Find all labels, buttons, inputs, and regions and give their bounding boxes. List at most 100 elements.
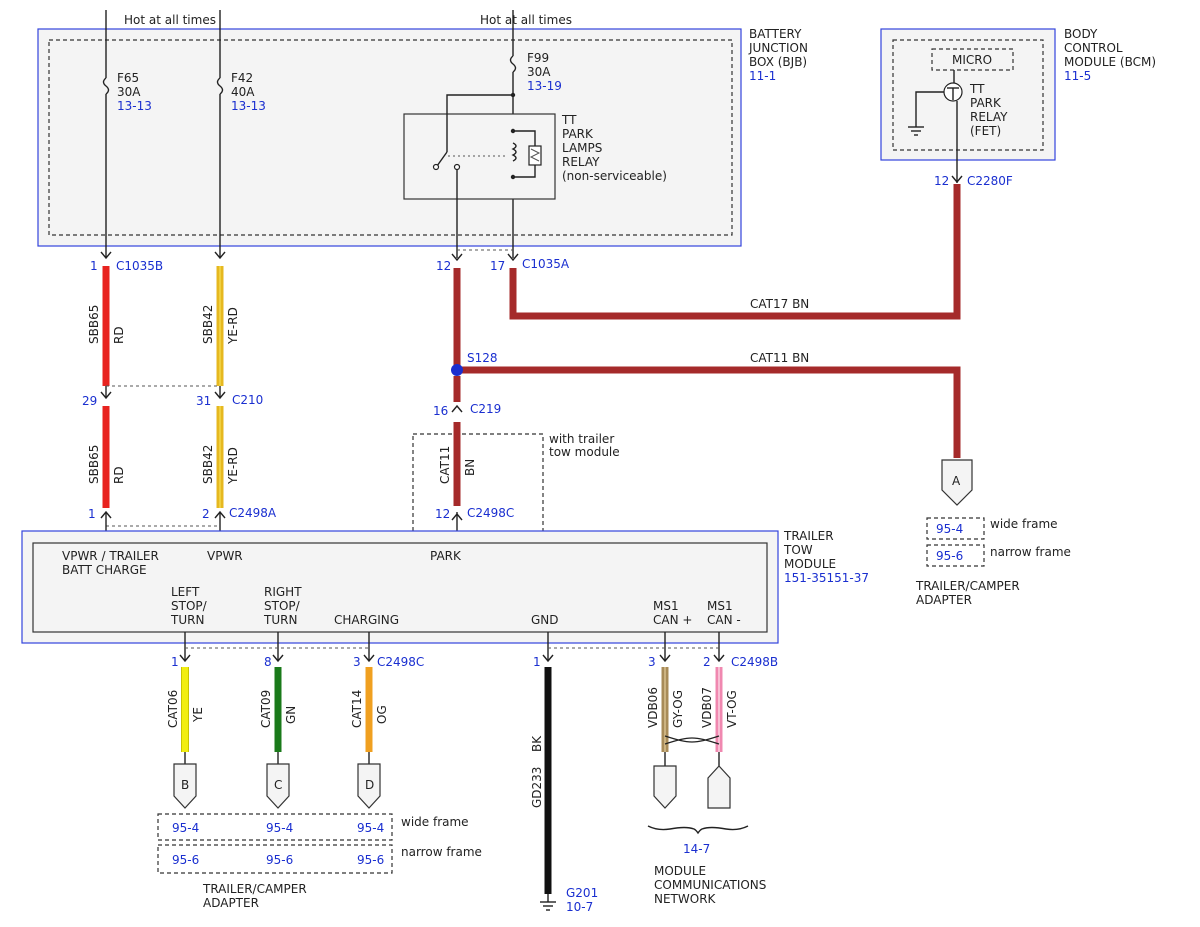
connector-c2498b-pin1-icon [542,654,554,663]
adapter-right-narrow-label: narrow frame [990,545,1071,559]
c2498a-conn: C2498A [229,506,277,520]
connector-c219-icon [451,404,463,413]
wire-cat06-color: YE [191,707,205,723]
c2498c-top-pin: 12 [435,507,450,521]
bjb-label-3: BOX (BJB) [749,55,807,69]
ttm-pin-vpwr-trailer-2: BATT CHARGE [62,563,147,577]
wire-cat11-label: CAT11 BN [750,351,809,365]
bjb-outline [37,28,742,247]
bottom-pin-can-3: 3 [648,655,656,669]
bjb-label-1: BATTERY [749,27,802,41]
wire-gd233-circuit: GD233 [530,767,544,808]
relay-switch-icon [436,151,448,167]
adapter-bottom-narrow-label: narrow frame [401,845,482,859]
ttm-pin-ms1-can-plus-1: MS1 [653,599,679,613]
ttm-pin-park: PARK [430,549,462,563]
wire-cat17-label: CAT17 BN [750,297,809,311]
adapter-connector-b [173,763,197,809]
twisted-pair-icon [664,735,720,745]
adapter-right-title-2: ADAPTER [916,593,972,607]
wire-cat11-circuit: CAT11 [438,446,452,484]
adapter-right-wide-label: wide frame [990,517,1058,531]
bcm-ref: 11-5 [1064,69,1091,83]
ttm-pin-ms1-can-minus-2: CAN - [707,613,741,627]
bcm-relay-3: RELAY [970,110,1008,124]
fuse-f42-ref: 13-13 [231,99,266,113]
adapter-bottom-title-1: TRAILER/CAMPER [202,882,307,896]
wire-gd233-color: BK [530,735,544,752]
adapter-right-ref-narrow: 95-6 [936,549,963,563]
adapter-right-ref-wide: 95-4 [936,522,963,536]
fuse-f99-name: F99 [527,51,549,65]
wire-vdb07-color: VT-OG [725,690,739,728]
relay-label-5: (non-serviceable) [562,169,667,183]
bcm-relay-1: TT [969,82,985,96]
splice-s128-label: S128 [467,351,498,365]
adapter-bottom-narrow-b: 95-6 [172,853,199,867]
bottom-pin-1: 1 [171,655,179,669]
mcn-label-1: MODULE [654,864,706,878]
c210-pin29: 29 [82,394,97,408]
adapter-connector-a-label: A [952,474,961,488]
adapter-bottom-narrow-box [157,844,393,874]
bottom-conn-c2498b: C2498B [731,655,778,669]
fuse-f42-name: F42 [231,71,253,85]
c1035a-conn: C1035A [522,257,570,271]
fuse-f65-amp: 30A [117,85,141,99]
wire-vdb06-circuit: VDB06 [646,687,660,728]
adapter-right-title-1: TRAILER/CAMPER [915,579,1020,593]
adapter-connector-c-label: C [274,778,282,792]
wire-cat11-color: BN [463,459,477,476]
adapter-bottom-title-2: ADAPTER [203,896,259,910]
adapter-right-wide-box [926,517,985,540]
bcm-label-2: CONTROL [1064,41,1123,55]
bcm-inner-dashed [892,39,1044,151]
bcm-outline [880,28,1056,161]
connector-c2280f-icon [951,175,963,184]
ttm-pin-left-1: LEFT [171,585,200,599]
ground-g201-name: G201 [566,886,598,900]
wire-cat09-color: GN [284,706,298,724]
c2280f-conn: C2280F [967,174,1013,188]
adapter-connector-a [941,459,973,506]
wire-sbb42b-color: YE-RD [226,447,240,485]
splice-s128-icon [451,364,463,376]
bottom-pin-8: 8 [264,655,272,669]
adapter-connector-c [266,763,290,809]
c2280f-pin: 12 [934,174,949,188]
ttm-label-3: MODULE [784,557,836,571]
relay-label-3: LAMPS [562,141,602,155]
c219-conn: C219 [470,402,501,416]
fuse-f42-icon [216,77,224,95]
tow-module-note-2: tow module [549,445,620,459]
mcn-label-3: NETWORK [654,892,717,906]
c2498a-pin1: 1 [88,507,96,521]
fuse-f99-amp: 30A [527,65,551,79]
connector-c210-pin31-icon [214,391,226,400]
fuse-f65-ref: 13-13 [117,99,152,113]
c210-conn: C210 [232,393,263,407]
fuse-f99-ref: 13-19 [527,79,562,93]
connector-c2498c-pin3-icon [363,654,375,663]
wire-sbb65b-color: RD [112,466,126,484]
c1035a-pin12: 12 [436,259,451,273]
connector-c2498c-pin1-icon [179,654,191,663]
ttm-pin-ms1-can-minus-1: MS1 [707,599,733,613]
fuse-f99-icon [509,55,517,73]
ttm-pin-ms1-can-plus-2: CAN + [653,613,692,627]
tow-module-note-1: with trailer [549,432,614,446]
adapter-bottom-wide-c: 95-4 [266,821,293,835]
ttm-pin-right-1: RIGHT [264,585,302,599]
wire-cat09-circuit: CAT09 [259,690,273,728]
ttm-ref: 151-35151-37 [784,571,869,585]
bcm-relay-2: PARK [970,96,1002,110]
bottom-pin-3: 3 [353,655,361,669]
wire-vdb06-color: GY-OG [671,690,685,728]
connector-c1035a-pin12-icon [451,253,463,262]
network-connector-left [653,765,677,809]
wire-sbb42-circuit: SBB42 [201,305,215,344]
wire-cat06-circuit: CAT06 [166,690,180,728]
adapter-right-narrow-box [926,544,985,567]
adapter-connector-b-label: B [181,778,189,792]
